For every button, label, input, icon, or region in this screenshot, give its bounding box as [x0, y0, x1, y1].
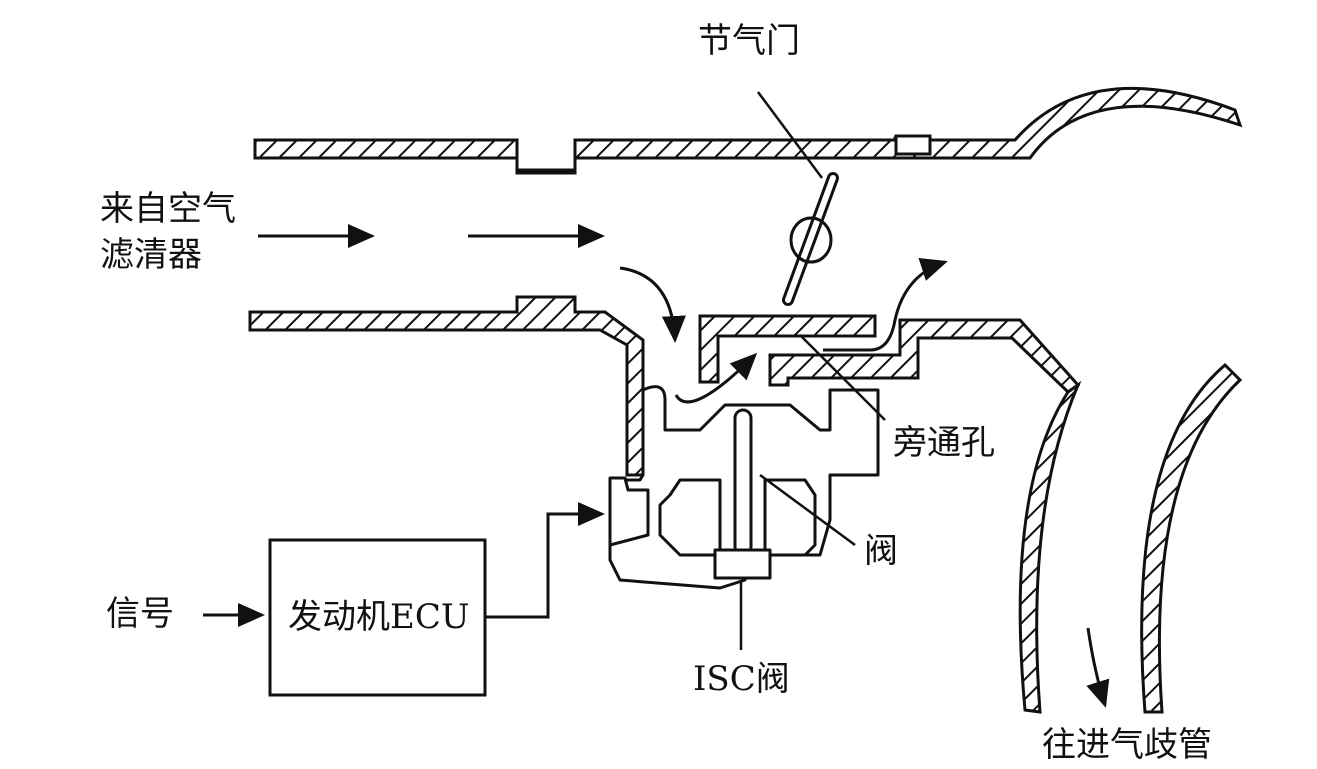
- bypass-through-arrow: [674, 352, 758, 404]
- ecu-to-isc-arrow: [485, 502, 605, 619]
- bypass-upper-plate: [698, 314, 877, 384]
- manifold-flow-arrow: [1086, 627, 1110, 708]
- upper-intake-wall: [253, 86, 1243, 175]
- isc-connector: [608, 476, 650, 547]
- throttle-label: 节气门: [698, 21, 800, 61]
- isc-valve-label: ISC阀: [693, 659, 790, 699]
- isc-plunger: [733, 408, 753, 557]
- throttle-leader: [756, 91, 824, 179]
- from-air-filter-label-2: 滤清器: [100, 235, 202, 275]
- bypass-hole-label: 旁通孔: [893, 423, 995, 463]
- manifold-outer-wall: [1018, 380, 1082, 714]
- from-air-filter-label-1: 来自空气: [100, 189, 236, 229]
- valve-leader: [759, 473, 856, 547]
- isc-valve-foot: [713, 548, 772, 580]
- to-intake-manifold-label: 往进气歧管: [1042, 725, 1212, 765]
- lower-intake-wall: [248, 295, 645, 477]
- isc-solenoid-right: [763, 478, 817, 557]
- bypass-lower-plate: [768, 318, 1081, 394]
- throttle-shaft: [789, 216, 833, 264]
- isc-solenoid-left: [658, 478, 722, 557]
- manifold-inner-wall: [1140, 362, 1243, 714]
- signal-label: 信号: [106, 594, 174, 634]
- bypass-out-arrow: [823, 258, 948, 352]
- valve-label: 阀: [864, 531, 898, 571]
- sensor-port: [894, 134, 932, 156]
- bypass-leader: [799, 334, 886, 421]
- bypass-in-arrow: [619, 266, 686, 343]
- engine-ecu-label: 发动机ECU: [288, 597, 470, 637]
- engine-ecu-box: [268, 538, 487, 697]
